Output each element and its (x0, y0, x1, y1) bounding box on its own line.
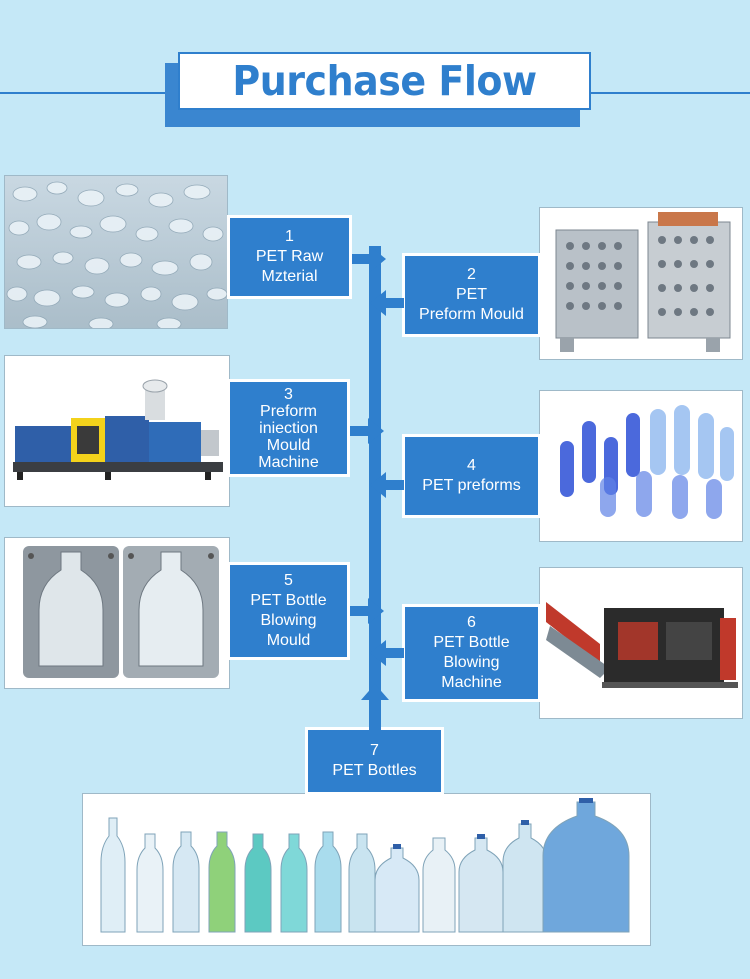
step-1-box: 1 PET Raw Mzterial (230, 218, 349, 296)
raw-material-photo (4, 175, 228, 329)
blowing-mould-image (5, 538, 229, 688)
step-1-line-1: PET Raw (255, 248, 324, 265)
blowing-mould-photo (4, 537, 230, 689)
step-6-box: 6 PET Bottle Blowing Machine (405, 607, 538, 699)
blowing-machine-photo (539, 567, 743, 719)
arrow-right-icon (350, 418, 384, 444)
step-4-number: 4 (467, 457, 476, 474)
step-3-line-1: Preform (260, 402, 317, 420)
step-7-line-1: PET Bottles (332, 762, 417, 779)
preform-mould-photo (539, 207, 743, 360)
step-2-box: 2 PET Preform Mould (405, 256, 538, 334)
step-5-number: 5 (284, 572, 293, 589)
step-2-line-1: PET (455, 286, 488, 303)
step-5-line-2: Blowing (260, 612, 317, 629)
step-1-number: 1 (285, 228, 294, 245)
step-6-line-3: Machine (441, 674, 502, 691)
pet-bottles-photo (82, 793, 651, 946)
arrow-left-icon (370, 472, 404, 498)
step-3-line-2: iniection (259, 419, 318, 437)
flow-center-line (369, 246, 381, 706)
step-2-line-2: Preform Mould (419, 306, 524, 323)
step-5-box: 5 PET Bottle Blowing Mould (230, 565, 347, 657)
step-4-box: 4 PET preforms (405, 437, 538, 515)
step-6-line-1: PET Bottle (433, 634, 510, 651)
step-3-number: 3 (284, 385, 293, 403)
mould-image (540, 208, 742, 359)
step-3-line-4: Machine (258, 453, 319, 471)
arrow-right-icon (350, 598, 384, 624)
arrow-left-icon (370, 640, 404, 666)
step-4-line-1: PET preforms (422, 477, 521, 494)
step-6-line-2: Blowing (443, 654, 500, 671)
step-6-number: 6 (467, 614, 476, 631)
step-5-line-3: Mould (266, 632, 311, 649)
preforms-photo (539, 390, 743, 542)
arrow-right-icon (352, 246, 386, 272)
step-5-line-1: PET Bottle (250, 592, 327, 609)
arrow-left-icon (370, 290, 404, 316)
step-7-number: 7 (370, 742, 379, 759)
step-3-line-3: Mould (266, 436, 311, 454)
step-7-box: 7 PET Bottles (308, 730, 441, 792)
pellets-image (5, 176, 227, 328)
step-1-line-2: Mzterial (261, 268, 318, 285)
step-3-box: 3 Preform iniection Mould Machine (230, 382, 347, 474)
page-title: Purchase Flow (232, 57, 537, 105)
preforms-image (540, 391, 742, 541)
injection-machine-photo (4, 355, 230, 507)
title-banner: Purchase Flow (178, 52, 591, 110)
step-2-number: 2 (467, 266, 476, 283)
arrow-up-icon (361, 684, 389, 730)
blowing-machine-image (540, 568, 742, 718)
injection-machine-image (5, 356, 229, 506)
bottles-image (83, 794, 650, 945)
